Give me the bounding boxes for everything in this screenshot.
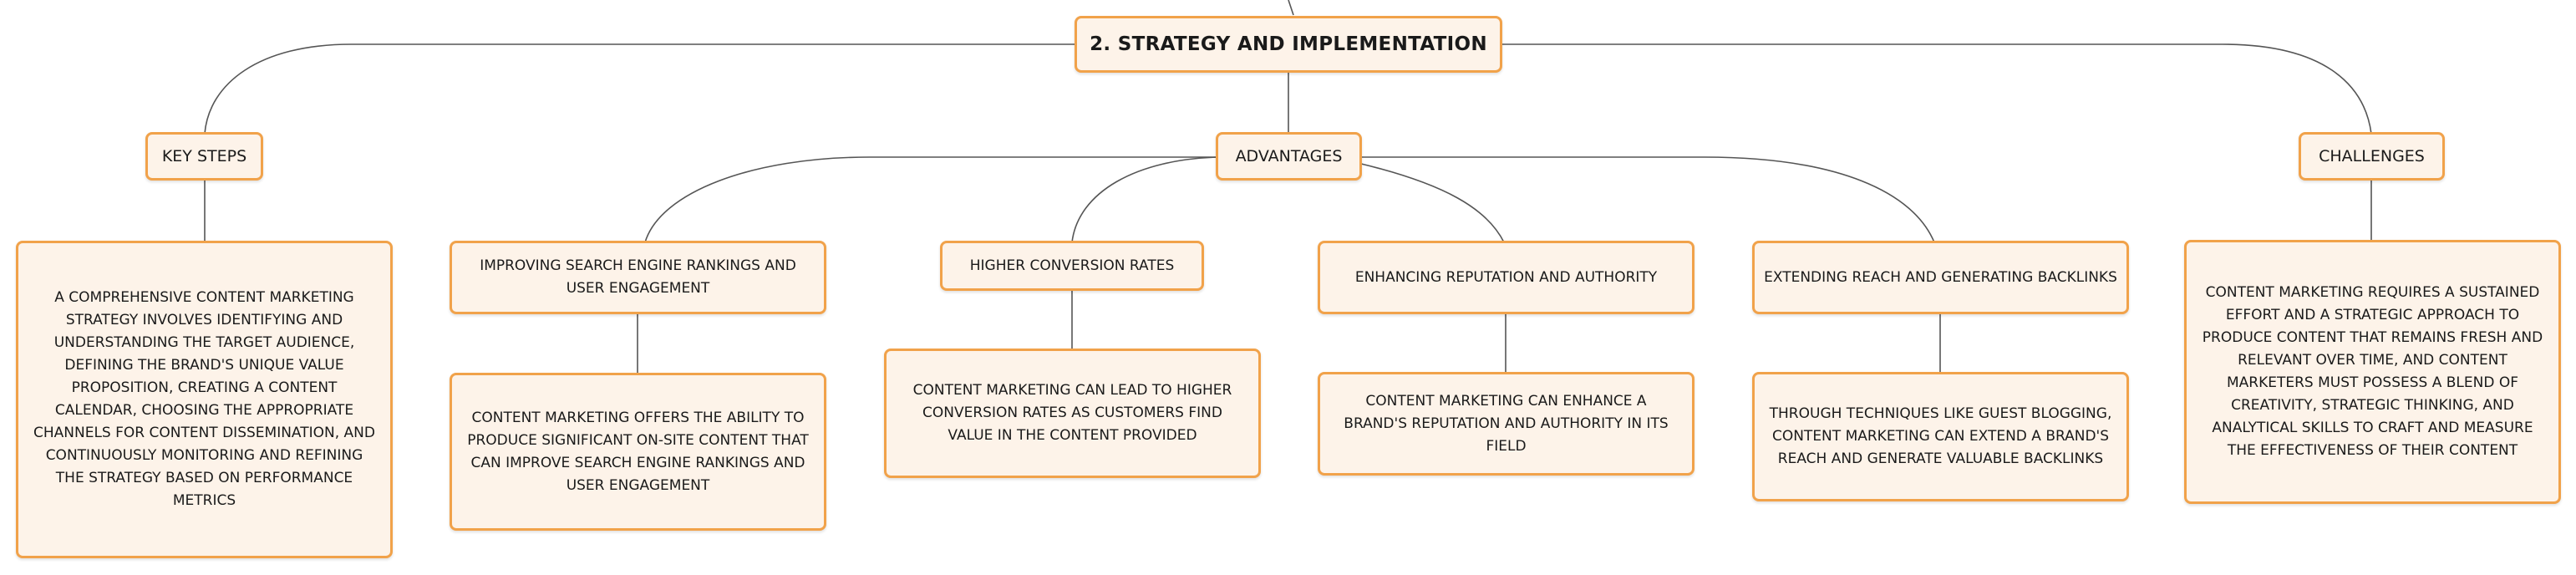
detail-reputation-authority[interactable]: CONTENT MARKETING CAN ENHANCE A BRAND'S … bbox=[1318, 372, 1694, 476]
detail-challenges-text: CONTENT MARKETING REQUIRES A SUSTAINED E… bbox=[2202, 284, 2543, 459]
detail-reach-backlinks[interactable]: THROUGH TECHNIQUES LIKE GUEST BLOGGING, … bbox=[1752, 372, 2129, 501]
branch-advantages[interactable]: ADVANTAGES bbox=[1216, 132, 1362, 181]
connector-adv-topic-3 bbox=[1357, 162, 1505, 243]
topic-reputation-authority-title: ENHANCING REPUTATION AND AUTHORITY bbox=[1354, 268, 1658, 286]
connector-root-parent bbox=[1288, 0, 1294, 16]
detail-search-rankings[interactable]: CONTENT MARKETING OFFERS THE ABILITY TO … bbox=[450, 373, 826, 531]
topic-conversion-rates[interactable]: HIGHER CONVERSION RATES bbox=[940, 241, 1204, 291]
detail-reputation-authority-text: CONTENT MARKETING CAN ENHANCE A BRAND'S … bbox=[1344, 392, 1669, 455]
topic-reach-backlinks-title: EXTENDING REACH AND GENERATING BACKLINKS bbox=[1764, 268, 2117, 286]
connector-adv-topic-4 bbox=[1358, 156, 1935, 243]
branch-challenges[interactable]: CHALLENGES bbox=[2299, 132, 2445, 181]
detail-search-rankings-text: CONTENT MARKETING OFFERS THE ABILITY TO … bbox=[467, 409, 809, 494]
branch-challenges-label: CHALLENGES bbox=[2319, 147, 2425, 165]
detail-key-steps-text: A COMPREHENSIVE CONTENT MARKETING STRATE… bbox=[33, 289, 375, 509]
topic-reach-backlinks[interactable]: EXTENDING REACH AND GENERATING BACKLINKS bbox=[1752, 241, 2129, 314]
connector-root-challenges bbox=[1502, 43, 2372, 135]
root-title: 2. STRATEGY AND IMPLEMENTATION bbox=[1090, 33, 1487, 55]
branch-key-steps[interactable]: KEY STEPS bbox=[145, 132, 263, 181]
detail-conversion-rates-text: CONTENT MARKETING CAN LEAD TO HIGHER CON… bbox=[912, 382, 1232, 444]
topic-search-rankings-title: IMPROVING SEARCH ENGINE RANKINGS AND USE… bbox=[480, 257, 796, 297]
detail-key-steps[interactable]: A COMPREHENSIVE CONTENT MARKETING STRATE… bbox=[16, 241, 393, 558]
root-node[interactable]: 2. STRATEGY AND IMPLEMENTATION bbox=[1075, 16, 1502, 73]
topic-reputation-authority[interactable]: ENHANCING REPUTATION AND AUTHORITY bbox=[1318, 241, 1694, 314]
connector-adv-topic-1 bbox=[644, 156, 1220, 243]
connector-adv-topic-2 bbox=[1071, 156, 1221, 243]
branch-advantages-label: ADVANTAGES bbox=[1235, 147, 1343, 165]
topic-conversion-rates-title: HIGHER CONVERSION RATES bbox=[969, 257, 1175, 274]
detail-reach-backlinks-text: THROUGH TECHNIQUES LIKE GUEST BLOGGING, … bbox=[1769, 405, 2112, 467]
branch-key-steps-label: KEY STEPS bbox=[161, 147, 247, 165]
detail-challenges[interactable]: CONTENT MARKETING REQUIRES A SUSTAINED E… bbox=[2184, 240, 2561, 504]
topic-search-rankings[interactable]: IMPROVING SEARCH ENGINE RANKINGS AND USE… bbox=[450, 241, 826, 314]
connector-root-key-steps bbox=[204, 43, 1078, 135]
detail-conversion-rates[interactable]: CONTENT MARKETING CAN LEAD TO HIGHER CON… bbox=[884, 349, 1261, 478]
